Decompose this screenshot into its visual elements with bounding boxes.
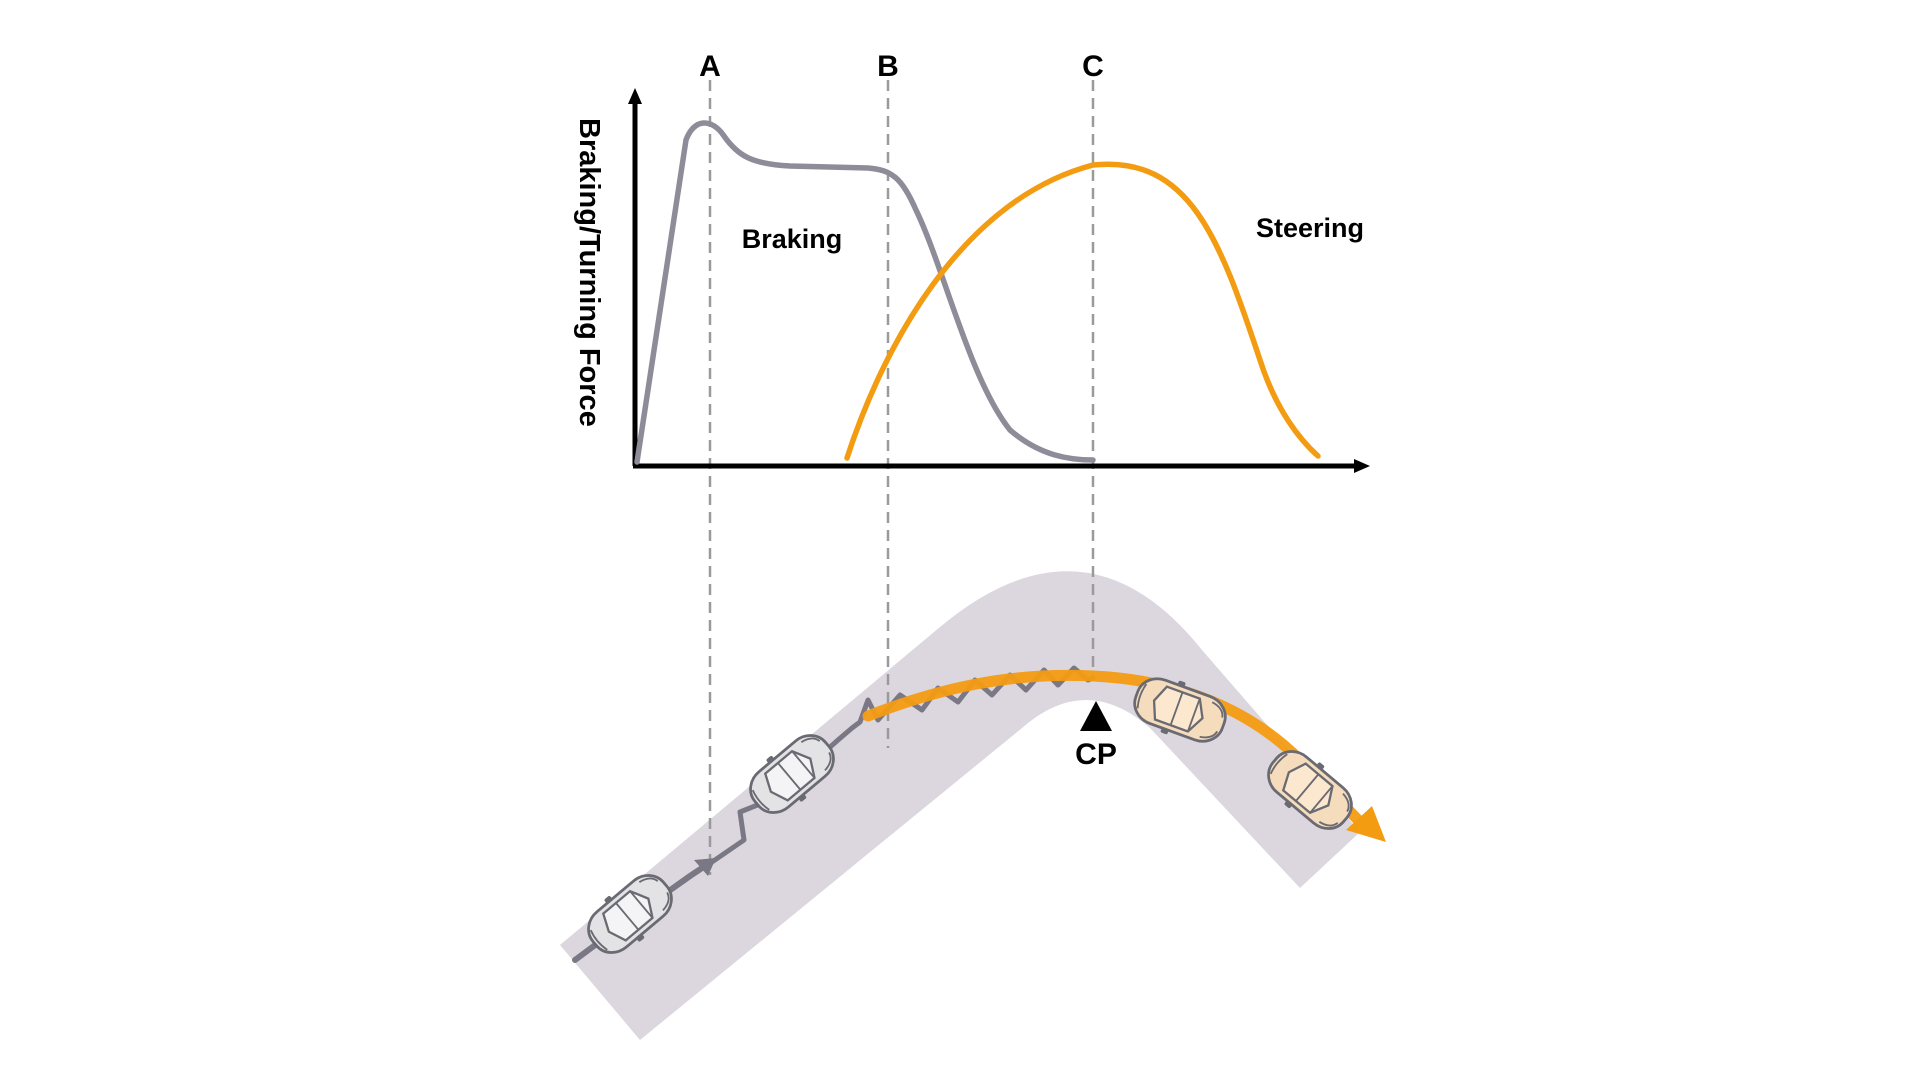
y-axis-label: Braking/Turning Force bbox=[573, 118, 605, 427]
steering-arrow-icon bbox=[1346, 806, 1386, 842]
steering-curve bbox=[844, 161, 1321, 461]
marker-label-a: A bbox=[699, 50, 721, 83]
road-band bbox=[560, 571, 1360, 1040]
x-axis-arrow-icon bbox=[1354, 459, 1370, 473]
steering-label: Steering bbox=[1256, 213, 1364, 243]
steering-path bbox=[862, 669, 1366, 828]
marker-label-c: C bbox=[1082, 50, 1104, 83]
braking-curve bbox=[634, 120, 1096, 465]
cp-label: CP bbox=[1075, 738, 1117, 771]
braking-label: Braking bbox=[742, 224, 843, 254]
y-axis-arrow-icon bbox=[628, 88, 642, 104]
cp-marker-icon bbox=[1080, 701, 1112, 731]
marker-label-b: B bbox=[877, 50, 899, 83]
